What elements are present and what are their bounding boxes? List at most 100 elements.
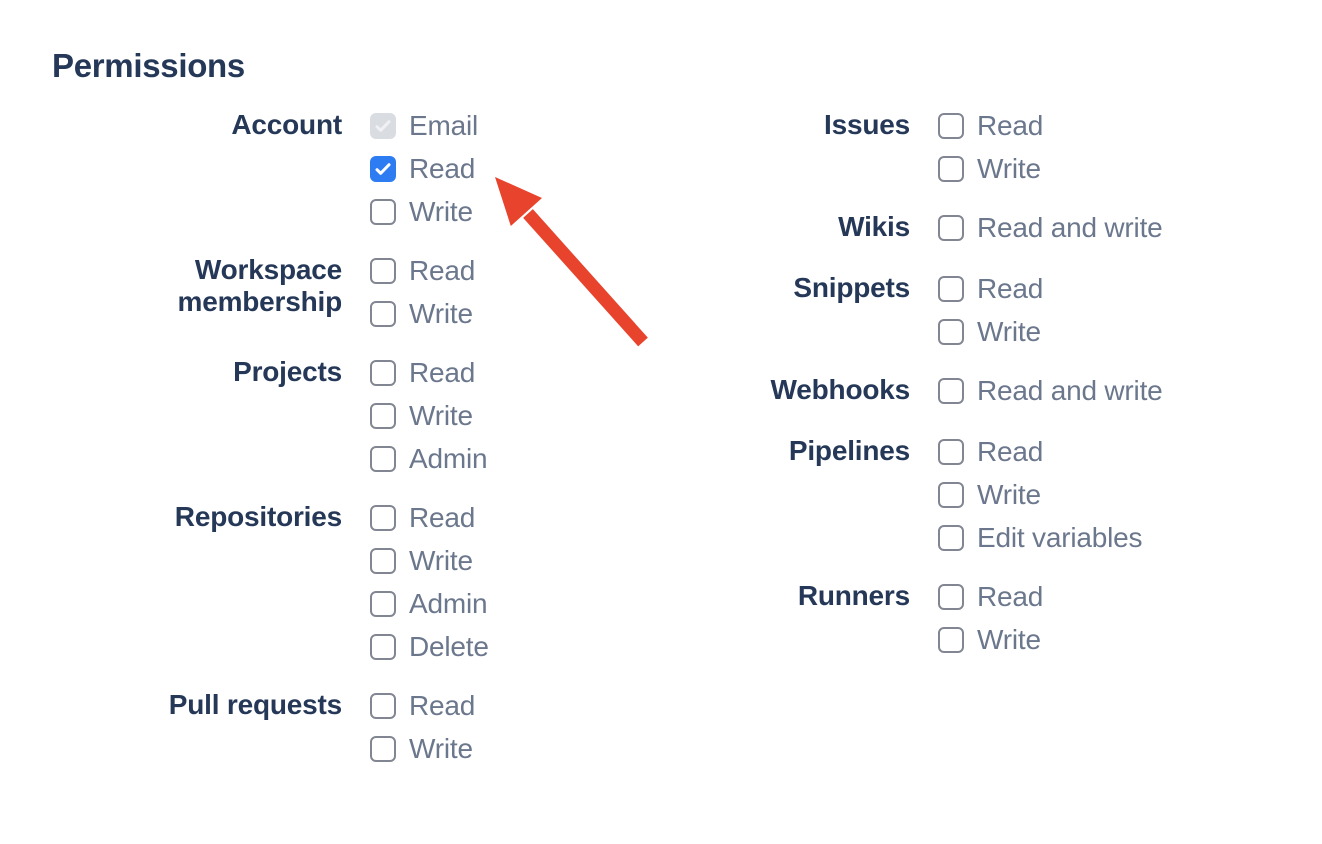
checkbox-pull-requests-read[interactable] [370, 692, 396, 719]
permission-option-label[interactable]: Write [977, 316, 1041, 347]
permission-group-label: Wikis [838, 211, 910, 242]
permission-option-snippets-write[interactable]: Write [938, 316, 1265, 347]
checkbox-workspace-membership-write[interactable] [370, 300, 396, 327]
permission-option-pipelines-read[interactable]: Read [938, 436, 1265, 467]
checkbox-repositories-read[interactable] [370, 504, 396, 531]
permission-option-wikis-read-and-write[interactable]: Read and write [938, 212, 1265, 243]
checkbox-account-email [370, 112, 396, 139]
permission-option-repositories-admin[interactable]: Admin [370, 588, 705, 619]
permission-option-label[interactable]: Read [977, 110, 1044, 141]
permission-option-label[interactable]: Edit variables [977, 522, 1143, 553]
permission-option-label[interactable]: Read [409, 502, 476, 533]
permission-option-runners-read[interactable]: Read [938, 581, 1265, 612]
checkbox-workspace-membership-read[interactable] [370, 257, 396, 284]
permission-option-pull-requests-write[interactable]: Write [370, 733, 705, 764]
permission-option-label[interactable]: Admin [409, 443, 488, 474]
permission-option-repositories-read[interactable]: Read [370, 502, 705, 533]
permission-option-label[interactable]: Read [977, 273, 1044, 304]
checkbox-issues-read[interactable] [938, 112, 964, 139]
checkbox-runners-read[interactable] [938, 583, 964, 610]
permission-option-projects-write[interactable]: Write [370, 400, 705, 431]
permission-option-label[interactable]: Admin [409, 588, 488, 619]
permission-option-pipelines-write[interactable]: Write [938, 479, 1265, 510]
permission-option-workspace-membership-write[interactable]: Write [370, 298, 705, 329]
checkbox-pipelines-write[interactable] [938, 481, 964, 508]
permission-option-label[interactable]: Read [409, 255, 476, 286]
permission-option-label: Email [409, 110, 479, 141]
permission-option-label[interactable]: Read [977, 436, 1044, 467]
permission-option-label[interactable]: Read [409, 357, 476, 388]
permission-group-label: Issues [824, 109, 910, 140]
checkbox-repositories-delete[interactable] [370, 633, 396, 660]
permission-option-label[interactable]: Read and write [977, 375, 1163, 406]
permission-option-account-email: Email [370, 110, 705, 141]
permission-option-pipelines-edit-variables[interactable]: Edit variables [938, 522, 1265, 553]
checkbox-pull-requests-write[interactable] [370, 735, 396, 762]
permission-option-label[interactable]: Write [977, 153, 1041, 184]
checkbox-runners-write[interactable] [938, 626, 964, 653]
permission-option-label[interactable]: Delete [409, 631, 489, 662]
permission-option-issues-read[interactable]: Read [938, 110, 1265, 141]
permission-option-account-write[interactable]: Write [370, 196, 705, 227]
permission-option-label[interactable]: Write [409, 545, 473, 576]
checkbox-wikis-read-and-write[interactable] [938, 214, 964, 241]
checkbox-pipelines-read[interactable] [938, 438, 964, 465]
permission-option-label[interactable]: Read [409, 153, 476, 184]
permission-group-label: Account [231, 109, 342, 140]
permission-option-snippets-read[interactable]: Read [938, 273, 1265, 304]
permission-option-label[interactable]: Write [409, 400, 473, 431]
checkbox-projects-read[interactable] [370, 359, 396, 386]
permission-option-label[interactable]: Read [977, 581, 1044, 612]
permission-group-label: Projects [233, 356, 342, 387]
checkbox-account-write[interactable] [370, 198, 396, 225]
permission-option-workspace-membership-read[interactable]: Read [370, 255, 705, 286]
permission-option-repositories-delete[interactable]: Delete [370, 631, 705, 662]
check-icon [375, 119, 391, 132]
permission-group-label: Snippets [793, 272, 910, 303]
checkbox-repositories-admin[interactable] [370, 590, 396, 617]
permission-option-projects-admin[interactable]: Admin [370, 443, 705, 474]
permission-option-label[interactable]: Write [409, 196, 473, 227]
permission-option-label[interactable]: Write [409, 298, 473, 329]
permission-option-label[interactable]: Write [977, 479, 1041, 510]
permission-option-webhooks-read-and-write[interactable]: Read and write [938, 375, 1265, 406]
checkbox-projects-admin[interactable] [370, 445, 396, 472]
permission-option-label[interactable]: Read [409, 690, 476, 721]
permission-option-repositories-write[interactable]: Write [370, 545, 705, 576]
checkbox-snippets-read[interactable] [938, 275, 964, 302]
permission-option-label[interactable]: Write [409, 733, 473, 764]
permission-option-projects-read[interactable]: Read [370, 357, 705, 388]
checkbox-pipelines-edit-variables[interactable] [938, 524, 964, 551]
checkbox-issues-write[interactable] [938, 155, 964, 182]
page-title: Permissions [52, 47, 245, 84]
permission-option-runners-write[interactable]: Write [938, 624, 1265, 655]
permission-group-label: Runners [797, 580, 910, 611]
checkbox-snippets-write[interactable] [938, 318, 964, 345]
checkbox-repositories-write[interactable] [370, 547, 396, 574]
checkbox-account-read[interactable] [370, 155, 396, 182]
permission-option-account-read[interactable]: Read [370, 153, 705, 184]
permission-option-label[interactable]: Read and write [977, 212, 1163, 243]
permission-option-label[interactable]: Write [977, 624, 1041, 655]
checkbox-webhooks-read-and-write[interactable] [938, 377, 964, 404]
permission-group-label: Pull requests [168, 689, 342, 720]
checkbox-projects-write[interactable] [370, 402, 396, 429]
permission-option-pull-requests-read[interactable]: Read [370, 690, 705, 721]
permission-option-issues-write[interactable]: Write [938, 153, 1265, 184]
